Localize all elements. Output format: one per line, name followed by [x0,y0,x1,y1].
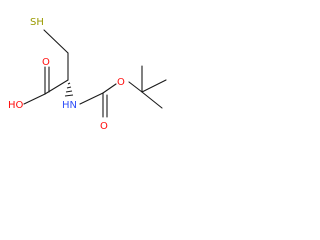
structure-canvas: SH O HO HN O O [8,17,167,132]
hydroxyl-label: HO [8,100,24,111]
bond-oester-ctbu [128,81,143,93]
bond-ch2-sh [43,29,69,54]
bond-cooh-oh [23,93,46,105]
bond-tbu-me-down [141,91,163,109]
amine-label: HN [62,100,77,111]
thiol-label: SH [30,17,44,28]
ester-o-label: O [117,77,125,88]
stereo-hash-bond [64,82,74,97]
boc-cysteine-structure: SH O HO HN O O [8,17,167,132]
bond-tbu-me-right [141,79,167,93]
bond-cboc-oester [102,83,117,94]
carbamate-o-label: O [100,121,108,132]
bond-n-cboc [79,92,104,105]
carboxyl-o-label: O [42,57,50,68]
